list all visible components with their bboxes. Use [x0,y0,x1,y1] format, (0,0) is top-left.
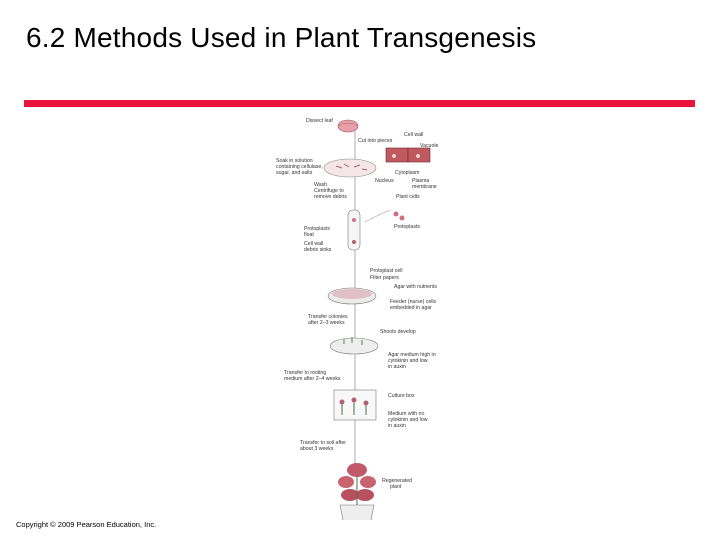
culture-dish-icon [327,287,377,305]
label-plasma: Plasma [412,178,429,184]
label-feeder2: embedded in agar [390,305,432,311]
label-soak: Soak in solution [276,158,313,164]
label-transfer-soil: Transfer to soil after [300,440,346,446]
label-plant: plant [390,484,402,490]
label-cell-wall-debris: Cell wall [304,241,323,247]
label-culture-box: Culture box [388,393,415,399]
slide-title: 6.2 Methods Used in Plant Transgenesis [26,22,537,53]
label-protoplasts-float: Protoplasts [304,226,330,232]
label-wash: Wash [314,182,327,188]
label-shoots-develop: Shoots develop [380,329,416,335]
label-after-weeks: after 2–3 weeks [308,320,345,326]
label-medium-low3: in auxin [388,423,406,429]
label-feeder: Feeder (nurse) cells [390,299,437,305]
regenerated-plant-icon [338,463,376,520]
label-medium-low2: cytokinin and low [388,417,428,423]
label-soak2: containing cellulase, [276,164,323,170]
copyright-notice: Copyright © 2009 Pearson Education, Inc. [16,520,157,529]
label-agar-nutrients: Agar with nutrients [394,284,437,290]
label-transfer-rooting: Transfer to rooting [284,370,326,376]
label-float: float [304,232,314,238]
label-vacuole: Vacuole [420,143,438,149]
label-filter-paper: Filter papers [370,275,399,281]
label-about-weeks: about 3 weeks [300,446,334,452]
label-dissect-leaf: Dissect leaf [306,118,333,124]
label-agar-medium2: cytokinin and low [388,358,428,364]
title-underline [24,100,695,107]
culture-box-icon [333,389,377,421]
label-nucleus: Nucleus [375,178,394,184]
shoot-dish-icon [329,337,379,355]
label-agar-medium3: in auxin [388,364,406,370]
petri-dish-pieces-icon [323,158,377,178]
label-plant-cells: Plant cells [396,194,420,200]
label-protoplast-cell: Protoplast cell [370,268,403,274]
label-cell-wall: Cell wall [404,132,423,138]
label-medium-low: Medium with no [388,411,424,417]
label-centrifuge: Centrifuge to [314,188,344,194]
label-protoplasts: Protoplasts [394,224,420,230]
leaf-icon [337,119,359,133]
plant-cells-icon [385,147,431,163]
test-tube-icon [347,209,361,251]
label-regenerated: Regenerated [382,478,412,484]
label-cut-into-pieces: Cut into pieces [358,138,393,144]
label-medium-after: medium after 2–4 weeks [284,376,341,382]
label-soak3: sugar, and salts [276,170,313,176]
label-agar-medium: Agar medium high in [388,352,436,358]
label-debris-sinks: debris sinks [304,247,332,253]
label-remove-debris: remove debris [314,194,347,200]
label-cytoplasm: Cytoplasm [395,170,420,176]
protoplasts-icon [393,211,405,221]
label-transfer-colonies: Transfer colonies [308,314,348,320]
label-membrane: membrane [412,184,437,190]
protoplast-arrow [364,209,391,223]
transgenesis-diagram: Dissect leaf Cell wall Vacuole Cut into … [276,118,438,520]
